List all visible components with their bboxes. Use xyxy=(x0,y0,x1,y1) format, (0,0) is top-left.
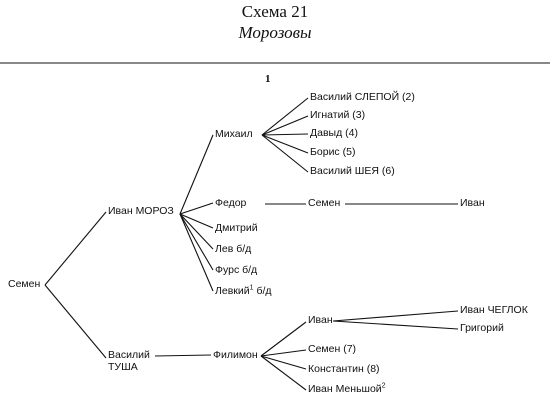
edge-mikhail-boris xyxy=(261,134,309,154)
node-ivan-cheglok: Иван ЧЕГЛОК xyxy=(460,304,528,316)
node-ignaty: Игнатий (3) xyxy=(310,109,366,121)
node-semen-7: Семен (7) xyxy=(308,343,357,355)
edge-ivan-dmitry xyxy=(179,213,214,229)
edge-mikhail-davyd xyxy=(261,133,309,136)
edge-filimon-konstantin xyxy=(260,355,307,370)
node-vasily-tusha-line1: Василий xyxy=(108,349,150,361)
edge-mikhail-ignaty xyxy=(261,115,309,136)
node-vasily-shea: Василий ШЕЯ (6) xyxy=(310,165,395,177)
edge-root-vasily-tusha xyxy=(44,284,107,359)
node-konstantin: Константин (8) xyxy=(308,363,380,375)
edge-vasily-filimon xyxy=(154,354,212,357)
edge-mikhail-vasily-shea xyxy=(261,134,309,173)
scheme-title: Схема 21 xyxy=(241,2,309,21)
node-ivan-filimon-son: Иван xyxy=(308,314,333,326)
edge-ivan-grigory xyxy=(332,320,459,330)
node-levky: Левкий1 б/д xyxy=(215,284,272,297)
node-lev: Лев б/д xyxy=(215,243,252,255)
node-vasily-slepoy: Василий СЛЕПОЙ (2) xyxy=(310,91,415,103)
node-levky-suffix: б/д xyxy=(256,285,272,297)
node-ivan-semen-son: Иван xyxy=(460,197,485,209)
footnote-1: 1 xyxy=(249,284,254,292)
edge-root-ivan-moroz xyxy=(44,211,107,286)
edge-ivan-furs xyxy=(179,213,214,271)
footnote-2: 2 xyxy=(381,382,386,390)
node-mikhail: Михаил xyxy=(215,128,253,140)
edge-filimon-ivan-menshoy xyxy=(260,355,307,391)
node-semen-fedor-son: Семен xyxy=(308,197,341,209)
node-ivan-menshoy: Иван Меньшой2 xyxy=(308,382,386,395)
node-ivan-moroz: Иван МОРОЗ xyxy=(108,205,174,217)
edge-ivan-fedor xyxy=(179,202,214,215)
family-name: Морозовы xyxy=(238,23,312,42)
node-furs: Фурс б/д xyxy=(215,264,258,276)
branch-number: 1 xyxy=(265,73,271,85)
edge-filimon-ivan xyxy=(260,321,307,357)
edge-filimon-semen xyxy=(260,349,307,357)
node-dmitry: Дмитрий xyxy=(215,222,258,234)
node-vasily-tusha-line2: ТУША xyxy=(108,361,138,373)
node-levky-name: Левкий xyxy=(215,285,250,297)
node-ivan-menshoy-name: Иван Меньшой xyxy=(308,383,382,395)
edge-ivan-mikhail xyxy=(179,134,214,215)
edge-ivan-ivan-cheglok xyxy=(332,310,459,322)
node-boris: Борис (5) xyxy=(310,146,356,158)
node-grigory: Григорий xyxy=(460,322,504,334)
node-davyd: Давыд (4) xyxy=(310,127,358,139)
edge-ivan-lev xyxy=(179,213,214,250)
node-semen-root: Семен xyxy=(8,278,41,290)
node-filimon: Филимон xyxy=(213,349,258,361)
edge-mikhail-vasily-slepoy xyxy=(261,97,309,136)
edge-ivan-levky xyxy=(179,213,214,292)
node-fedor: Федор xyxy=(215,197,247,209)
